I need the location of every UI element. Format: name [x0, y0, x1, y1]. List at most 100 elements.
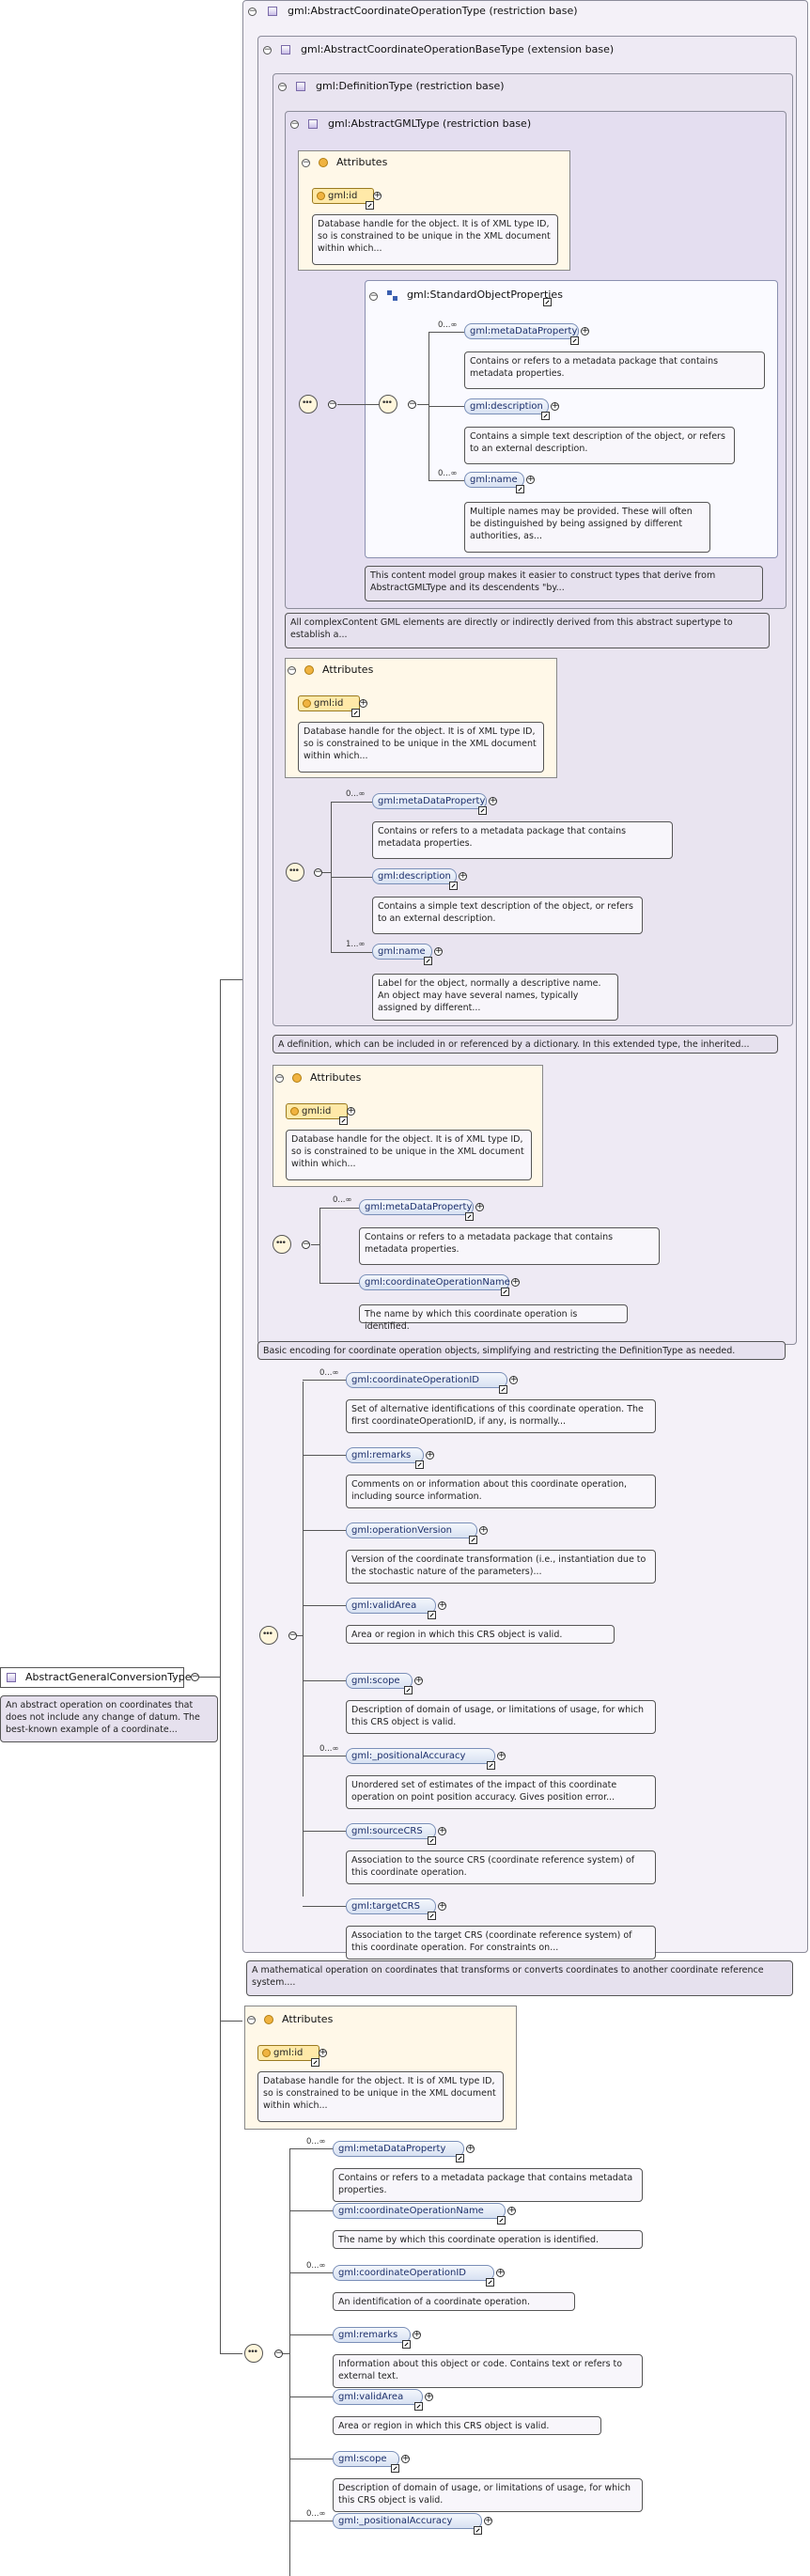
element-link-icon[interactable]: [391, 2464, 399, 2473]
schema-element[interactable]: gml:coordinateOperationName: [333, 2203, 506, 2219]
schema-element[interactable]: gml:operationVersion: [346, 1522, 477, 1538]
schema-element[interactable]: gml:remarks: [346, 1447, 424, 1463]
gml-name-expand-icon[interactable]: +: [526, 475, 535, 484]
element-expand-icon[interactable]: +: [496, 2268, 505, 2277]
element-link-icon[interactable]: [474, 2526, 482, 2535]
base-attributes-collapse-icon[interactable]: −: [275, 1073, 284, 1083]
final-gml-id-link-icon[interactable]: [311, 2058, 319, 2067]
final-gml-id-expand-icon[interactable]: +: [319, 2048, 327, 2057]
element-expand-icon[interactable]: +: [507, 2206, 516, 2215]
def-metadata-link-icon[interactable]: [478, 806, 487, 815]
element-link-icon[interactable]: [428, 1912, 436, 1920]
final-sequence-collapse-icon[interactable]: −: [274, 2349, 283, 2358]
element-expand-icon[interactable]: +: [438, 1826, 446, 1835]
def-name-element[interactable]: gml:name: [372, 944, 432, 960]
final-gml-id-attribute[interactable]: gml:id: [257, 2045, 319, 2061]
element-link-icon[interactable]: [497, 2216, 506, 2225]
element-link-icon[interactable]: [428, 1836, 436, 1845]
schema-element[interactable]: gml:metaDataProperty: [333, 2141, 464, 2157]
gml-id-attribute[interactable]: gml:id: [312, 188, 374, 204]
schema-element[interactable]: gml:remarks: [333, 2327, 411, 2343]
def-metadata-expand-icon[interactable]: +: [489, 796, 497, 805]
element-link-icon[interactable]: [499, 1385, 507, 1394]
schema-element[interactable]: gml:coordinateOperationID: [346, 1372, 507, 1388]
def-name-link-icon[interactable]: [424, 957, 432, 965]
base-metadata-expand-icon[interactable]: +: [475, 1202, 484, 1211]
def-description-link-icon[interactable]: [449, 882, 458, 890]
schema-element[interactable]: gml:validArea: [333, 2389, 423, 2405]
element-expand-icon[interactable]: +: [438, 1600, 446, 1610]
schema-element[interactable]: gml:scope: [346, 1673, 413, 1689]
element-expand-icon[interactable]: +: [438, 1901, 446, 1911]
element-doc: Information about this object or code. C…: [333, 2354, 643, 2388]
def-name-expand-icon[interactable]: +: [434, 946, 443, 956]
gml-name-link-icon[interactable]: [516, 485, 524, 493]
base-opname-expand-icon[interactable]: +: [511, 1277, 520, 1287]
def-sequence-collapse-icon[interactable]: −: [314, 867, 322, 877]
element-expand-icon[interactable]: +: [509, 1375, 518, 1384]
schema-element[interactable]: gml:sourceCRS: [346, 1823, 436, 1839]
gml-metadata-expand-icon[interactable]: +: [581, 326, 589, 336]
base-opname-element[interactable]: gml:coordinateOperationName: [359, 1274, 510, 1290]
def-metadata-element[interactable]: gml:metaDataProperty: [372, 793, 487, 809]
element-expand-icon[interactable]: +: [425, 2392, 433, 2401]
def-gml-id-expand-icon[interactable]: +: [359, 698, 367, 708]
final-attributes-collapse-icon[interactable]: −: [247, 2015, 256, 2024]
gml-id-expand-icon[interactable]: +: [373, 191, 382, 200]
def-description-expand-icon[interactable]: +: [459, 871, 467, 881]
element-link-icon[interactable]: [487, 1761, 495, 1770]
gml-id-link-icon[interactable]: [366, 201, 374, 210]
stdobj-sequence-collapse-icon[interactable]: −: [408, 399, 416, 409]
schema-element[interactable]: gml:targetCRS: [346, 1898, 436, 1914]
def-attributes-collapse-icon[interactable]: −: [288, 665, 296, 675]
stdobj-collapse-icon[interactable]: −: [369, 291, 378, 301]
element-expand-icon[interactable]: +: [413, 2330, 421, 2339]
gml-attributes-collapse-icon[interactable]: −: [302, 158, 310, 167]
element-expand-icon[interactable]: +: [401, 2454, 410, 2463]
base-gml-id-link-icon[interactable]: [339, 1116, 348, 1125]
gml-description-expand-icon[interactable]: +: [551, 401, 559, 411]
root-element[interactable]: AbstractGeneralConversionType: [0, 1667, 191, 1688]
base-metadata-link-icon[interactable]: [465, 1212, 474, 1221]
def-description-element[interactable]: gml:description: [372, 868, 457, 884]
base-gml-id-expand-icon[interactable]: +: [347, 1106, 355, 1116]
definition-collapse-icon[interactable]: −: [278, 82, 287, 91]
coordop-collapse-icon[interactable]: −: [248, 7, 257, 16]
gml-collapse-icon[interactable]: −: [290, 119, 299, 129]
gml-description-link-icon[interactable]: [541, 412, 550, 420]
element-link-icon[interactable]: [414, 2402, 423, 2411]
element-link-icon[interactable]: [402, 2340, 411, 2349]
element-expand-icon[interactable]: +: [426, 1450, 434, 1460]
element-link-icon[interactable]: [428, 1611, 436, 1619]
coordopbase-collapse-icon[interactable]: −: [263, 45, 272, 55]
gml-sequence-collapse-icon[interactable]: −: [328, 399, 336, 409]
schema-element[interactable]: gml:coordinateOperationID: [333, 2265, 494, 2281]
base-gml-id-attribute[interactable]: gml:id: [286, 1103, 348, 1119]
connector-line: [297, 1635, 303, 1636]
element-link-icon[interactable]: [456, 2154, 464, 2162]
schema-element[interactable]: gml:scope: [333, 2451, 399, 2467]
element-expand-icon[interactable]: +: [484, 2516, 492, 2525]
gml-description-element[interactable]: gml:description: [464, 398, 549, 414]
root-collapse-icon[interactable]: −: [191, 1672, 199, 1681]
element-link-icon[interactable]: [469, 1536, 477, 1544]
base-metadata-element[interactable]: gml:metaDataProperty: [359, 1199, 474, 1215]
element-link-icon[interactable]: [415, 1460, 424, 1469]
gml-metadata-link-icon[interactable]: [570, 336, 579, 345]
element-expand-icon[interactable]: +: [466, 2144, 475, 2153]
element-link-icon[interactable]: [404, 1686, 413, 1694]
base-opname-link-icon[interactable]: [501, 1288, 509, 1296]
element-expand-icon[interactable]: +: [414, 1676, 423, 1685]
gml-name-element[interactable]: gml:name: [464, 472, 524, 488]
base-sequence-collapse-icon[interactable]: −: [302, 1240, 310, 1249]
element-expand-icon[interactable]: +: [479, 1525, 488, 1535]
gml-metadata-element[interactable]: gml:metaDataProperty: [464, 323, 579, 339]
element-link-icon[interactable]: [486, 2278, 494, 2287]
schema-element[interactable]: gml:_positionalAccuracy: [333, 2513, 482, 2529]
schema-element[interactable]: gml:_positionalAccuracy: [346, 1748, 495, 1764]
element-expand-icon[interactable]: +: [497, 1751, 506, 1760]
stdobj-link-icon[interactable]: [543, 298, 552, 306]
schema-element[interactable]: gml:validArea: [346, 1598, 436, 1614]
def-gml-id-link-icon[interactable]: [351, 709, 360, 717]
op-sequence-collapse-icon[interactable]: −: [288, 1631, 297, 1640]
